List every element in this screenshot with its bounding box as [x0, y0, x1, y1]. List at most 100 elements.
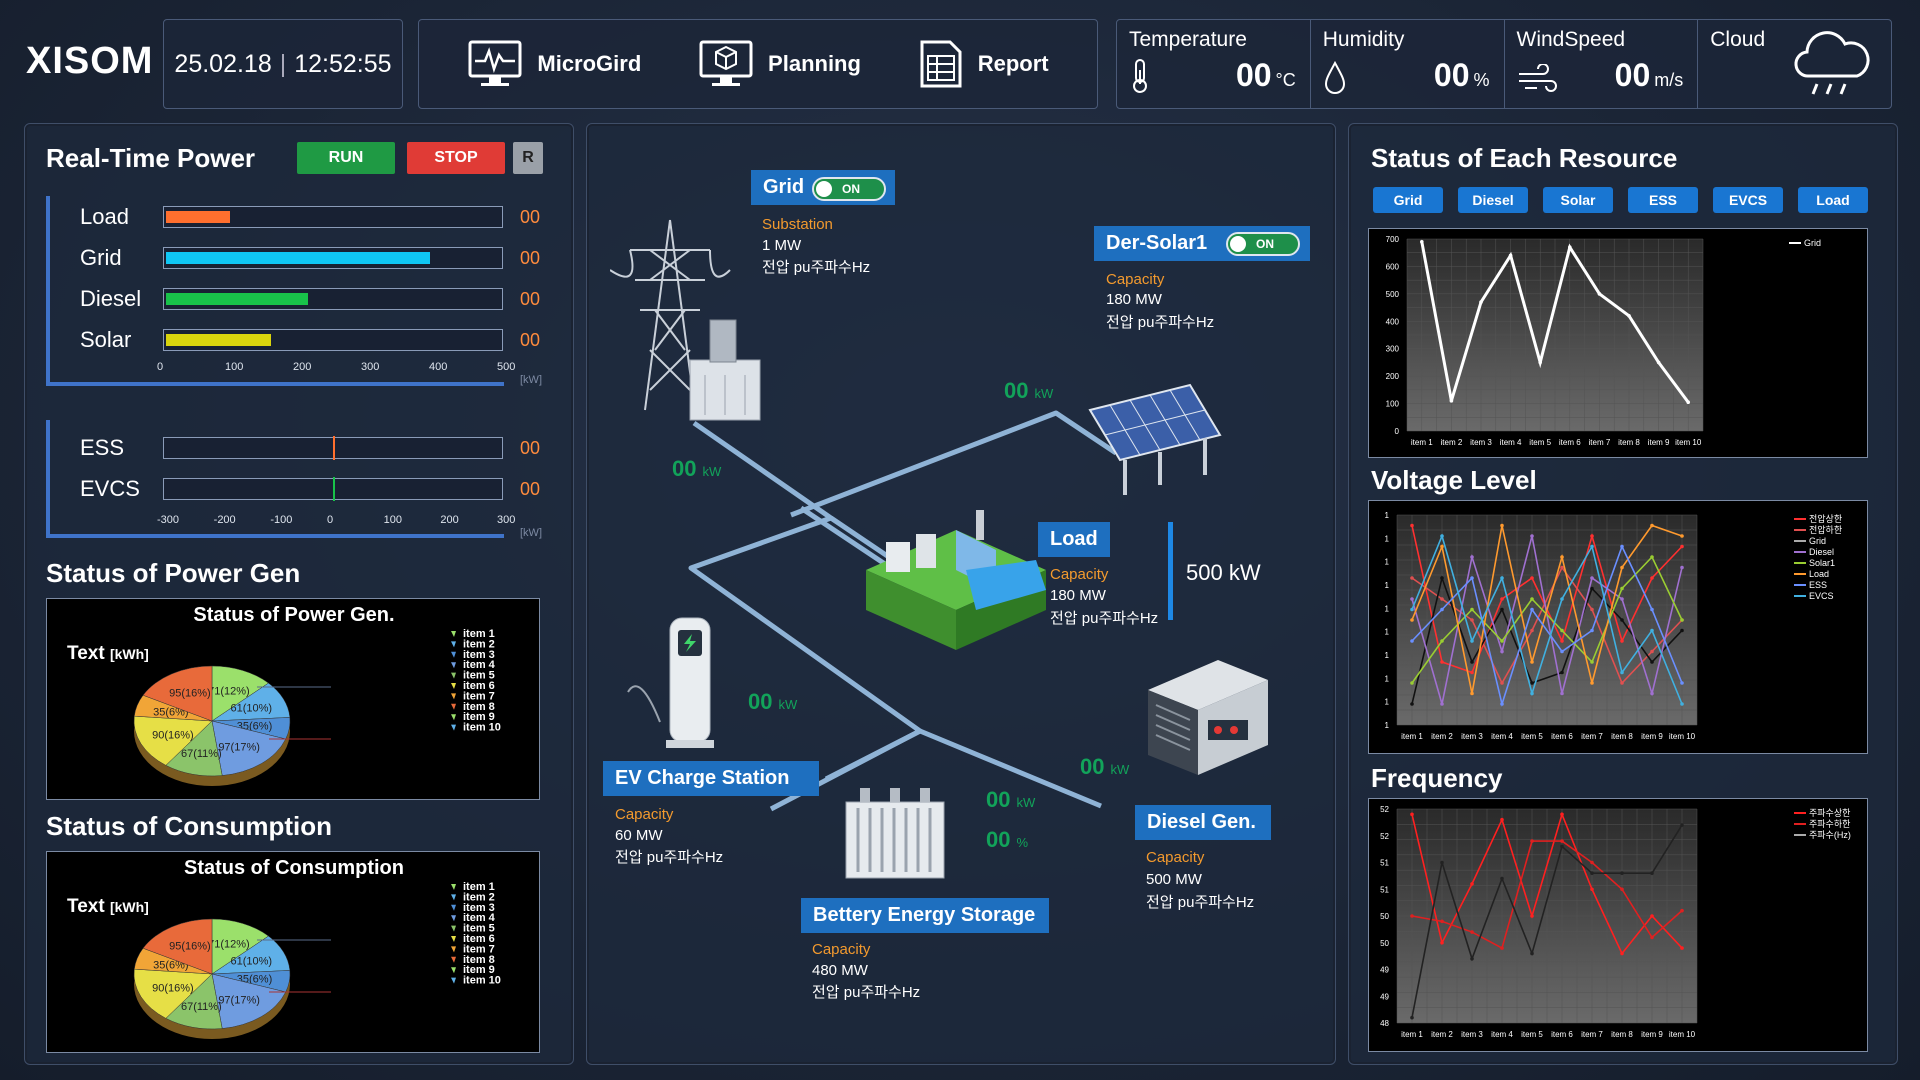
data-point: [1500, 702, 1504, 706]
pie-slice: [211, 665, 269, 722]
tab-evcs[interactable]: EVCS: [1713, 187, 1783, 213]
battery-storage-icon: [845, 788, 945, 879]
data-point: [1470, 691, 1474, 696]
stop-button[interactable]: STOP: [407, 142, 505, 174]
run-button[interactable]: RUN: [297, 142, 395, 174]
data-point: [1590, 681, 1594, 685]
cloud-rain-icon: [1794, 31, 1870, 95]
data-point: [1530, 691, 1534, 696]
x-tick-label: item 4: [1491, 732, 1513, 741]
data-point: [1530, 534, 1534, 538]
data-point: [1440, 544, 1444, 549]
load-cap-value: 180 MW: [1050, 587, 1106, 604]
grid-toggle[interactable]: ON: [812, 177, 886, 201]
nav-report[interactable]: Report: [918, 38, 1049, 90]
legend-label: 전압상한: [1809, 513, 1842, 524]
y-tick-label: 1: [1385, 558, 1390, 567]
pie-slice: [211, 720, 287, 776]
tab-load[interactable]: Load: [1798, 187, 1868, 213]
data-point: [1530, 839, 1534, 843]
top-tick-label: 100: [225, 361, 244, 373]
top-bars-unit: [kW]: [520, 374, 542, 386]
pie-legend-swatch: [451, 714, 456, 721]
nav-planning[interactable]: Planning: [698, 39, 861, 89]
nav-microgrid-label: MicroGird: [537, 51, 642, 76]
nav-report-label: Report: [977, 51, 1049, 76]
resources-title: Status of Each Resource: [1371, 143, 1678, 173]
y-tick-label: 1: [1385, 721, 1390, 730]
bottom-bars-unit: [kW]: [520, 527, 542, 539]
tab-grid[interactable]: Grid: [1373, 187, 1443, 213]
pie-data-label: 61(10%): [230, 703, 272, 715]
bottom-bar-fill-evcs: [333, 477, 335, 501]
nav-planning-label: Planning: [768, 51, 861, 76]
y-tick-label: 1: [1385, 628, 1390, 637]
solar-sub-text: 전압 pu주파수Hz: [1106, 314, 1215, 331]
data-point: [1560, 639, 1564, 643]
data-point: [1440, 534, 1444, 538]
bottom-tick-label: 0: [327, 514, 334, 526]
legend-label: Grid: [1809, 536, 1826, 546]
tab-diesel[interactable]: Diesel: [1458, 187, 1528, 213]
tab-solar[interactable]: Solar: [1543, 187, 1613, 213]
bottom-tick-label: 300: [497, 514, 516, 526]
grid-cap-label: Substation: [762, 216, 833, 233]
data-point: [1508, 253, 1513, 258]
data-point: [1650, 576, 1654, 580]
tab-ess[interactable]: ESS: [1628, 187, 1698, 213]
data-point: [1470, 930, 1474, 934]
data-point: [1650, 628, 1654, 633]
pie-legend-swatch: [451, 956, 456, 963]
data-point: [1680, 702, 1684, 706]
data-point: [1410, 681, 1414, 685]
x-tick-label: item 7: [1589, 438, 1611, 447]
top-bar-label-diesel: Diesel: [80, 286, 142, 311]
x-tick-label: item 10: [1675, 438, 1702, 447]
x-tick-label: item 7: [1581, 1030, 1603, 1039]
x-tick-label: item 9: [1641, 732, 1663, 741]
data-point: [1650, 914, 1654, 918]
y-tick-label: 1: [1385, 581, 1390, 590]
pie-legend-swatch: [451, 693, 456, 700]
bottom-bars-baseline: [46, 534, 504, 538]
pie-text-unit: [kWh]: [110, 899, 149, 915]
data-point: [1410, 1015, 1414, 1020]
pie-legend-label: item 4: [463, 659, 496, 671]
y-tick-label: 1: [1385, 604, 1390, 613]
data-point: [1410, 812, 1414, 817]
pie-legend-swatch: [451, 946, 456, 953]
data-point: [1410, 639, 1414, 643]
data-point: [1620, 597, 1624, 601]
data-point: [1590, 544, 1594, 549]
data-point: [1650, 523, 1654, 528]
top-tick-label: 400: [429, 361, 448, 373]
series-line: [1411, 544, 1683, 707]
pie-text-label: Text [kWh]: [67, 896, 149, 917]
x-tick-label: item 5: [1521, 732, 1543, 741]
data-point: [1500, 876, 1504, 881]
data-point: [1680, 908, 1684, 913]
x-tick-label: item 10: [1669, 1030, 1696, 1039]
data-point: [1440, 660, 1444, 664]
grid-cap-value: 1 MW: [762, 237, 802, 254]
data-point: [1470, 639, 1474, 643]
diesel-cap-label: Capacity: [1146, 849, 1205, 866]
pie-legend-swatch: [451, 925, 456, 932]
solar-toggle[interactable]: ON: [1226, 232, 1300, 256]
pie-text-unit: [kWh]: [110, 646, 149, 662]
datetime-separator: |: [279, 49, 287, 78]
legend-label: 전압하한: [1809, 524, 1842, 535]
pie-data-label: 71(12%): [208, 686, 250, 698]
nav-microgrid[interactable]: MicroGird: [467, 39, 641, 89]
pie-legend-label: item 4: [463, 912, 496, 924]
bottom-bar-track-ess: [163, 436, 503, 460]
data-point: [1620, 951, 1624, 956]
temperature-value: 00°C: [1235, 57, 1296, 93]
reset-button[interactable]: R: [513, 142, 543, 174]
